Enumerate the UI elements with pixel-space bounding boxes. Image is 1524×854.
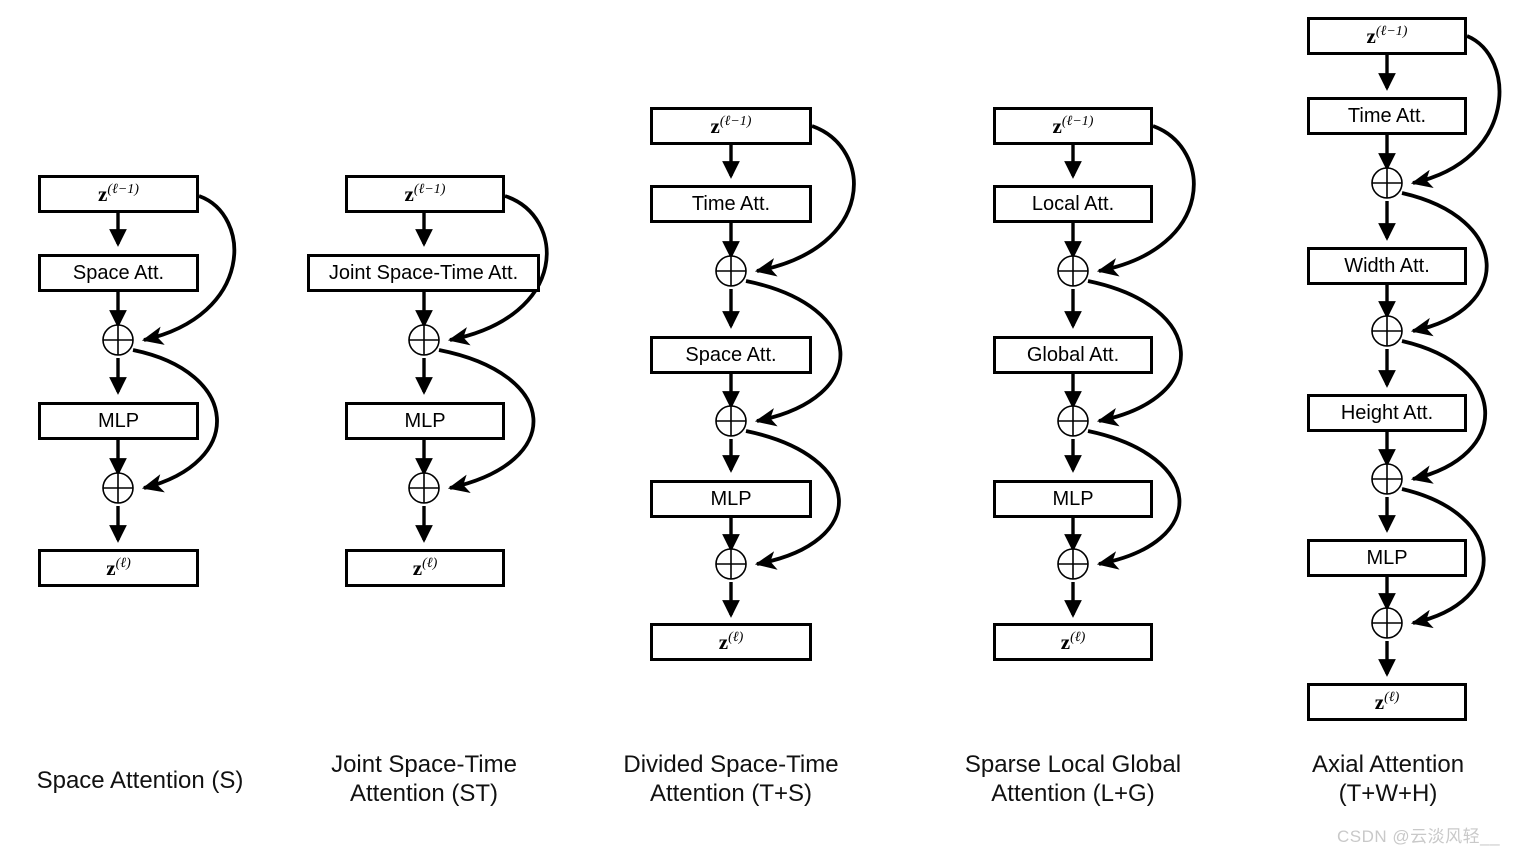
node-c3-time-att[interactable]: Time Att. — [650, 185, 812, 223]
caption-axial-attention: Axial Attention (T+W+H) — [1272, 750, 1504, 809]
node-c1-mlp[interactable]: MLP — [38, 402, 199, 440]
caption-line: (T+W+H) — [1338, 780, 1438, 808]
col1-connectors — [109, 194, 237, 543]
node-label: Global Att. — [1026, 344, 1120, 366]
node-label: Time Att. — [1347, 105, 1427, 127]
node-label: Space Att. — [72, 262, 165, 284]
node-c2-mlp[interactable]: MLP — [345, 402, 505, 440]
col4-sum-2 — [1057, 405, 1089, 437]
node-c4-global-att[interactable]: Global Att. — [993, 336, 1153, 374]
node-c5-height-att[interactable]: Height Att. — [1307, 394, 1467, 432]
node-c5-time-att[interactable]: Time Att. — [1307, 97, 1467, 135]
node-label: z(ℓ) — [1374, 690, 1400, 714]
caption-line: Attention (L+G) — [991, 780, 1155, 808]
col5-sum-2 — [1371, 315, 1403, 347]
node-label: MLP — [97, 410, 140, 432]
col3-sum-2 — [715, 405, 747, 437]
node-c3-input[interactable]: z(ℓ−1) — [650, 107, 812, 145]
node-label: z(ℓ) — [718, 630, 744, 654]
col1-sum-2 — [102, 472, 134, 504]
node-c5-width-att[interactable]: Width Att. — [1307, 247, 1467, 285]
node-c4-mlp[interactable]: MLP — [993, 480, 1153, 518]
node-label: z(ℓ−1) — [710, 114, 752, 138]
node-c2-input[interactable]: z(ℓ−1) — [345, 175, 505, 213]
node-label: z(ℓ) — [106, 556, 131, 580]
caption-line: Joint Space-Time — [331, 751, 517, 778]
node-label: Local Att. — [1031, 193, 1115, 215]
node-label: Width Att. — [1344, 255, 1430, 277]
node-c1-space-att[interactable]: Space Att. — [38, 254, 199, 292]
caption-sparse-local-global-attention: Sparse Local Global Attention (L+G) — [943, 750, 1203, 809]
node-c1-input[interactable]: z(ℓ−1) — [38, 175, 199, 213]
col5-sum-3 — [1371, 463, 1403, 495]
col5-sum-1 — [1371, 167, 1403, 199]
node-label: MLP — [1052, 488, 1094, 510]
col3-sum-1 — [715, 255, 747, 287]
node-label: Space Att. — [685, 344, 777, 366]
node-c2-joint-space-time-att[interactable]: Joint Space-Time Att. — [307, 254, 540, 292]
node-c5-mlp[interactable]: MLP — [1307, 539, 1467, 577]
col2-sum-1 — [408, 324, 440, 356]
node-c4-input[interactable]: z(ℓ−1) — [993, 107, 1153, 145]
col4-sum-3 — [1057, 548, 1089, 580]
node-label: z(ℓ−1) — [1366, 24, 1408, 48]
node-c5-output[interactable]: z(ℓ) — [1307, 683, 1467, 721]
col1-sum-1 — [102, 324, 134, 356]
col4-sum-1 — [1057, 255, 1089, 287]
caption-space-attention: Space Attention (S) — [0, 766, 280, 795]
node-c2-output[interactable]: z(ℓ) — [345, 549, 505, 587]
node-label: Time Att. — [691, 193, 771, 215]
node-label: z(ℓ−1) — [404, 182, 446, 206]
caption-line: Space Attention (S) — [36, 767, 244, 794]
node-c4-output[interactable]: z(ℓ) — [993, 623, 1153, 661]
col2-sum-2 — [408, 472, 440, 504]
node-c4-local-att[interactable]: Local Att. — [993, 185, 1153, 223]
node-label: z(ℓ) — [412, 556, 438, 580]
node-label: MLP — [710, 488, 752, 510]
caption-divided-space-time-attention: Divided Space-Time Attention (T+S) — [601, 750, 861, 809]
node-c1-output[interactable]: z(ℓ) — [38, 549, 199, 587]
node-label: z(ℓ−1) — [1052, 114, 1094, 138]
node-label: MLP — [404, 410, 446, 432]
node-label: MLP — [1366, 547, 1408, 569]
col2-connectors — [415, 194, 549, 543]
node-label: z(ℓ) — [1060, 630, 1086, 654]
node-c3-space-att[interactable]: Space Att. — [650, 336, 812, 374]
node-c3-output[interactable]: z(ℓ) — [650, 623, 812, 661]
caption-joint-space-time-attention: Joint Space-Time Attention (ST) — [296, 750, 552, 809]
node-c3-mlp[interactable]: MLP — [650, 480, 812, 518]
caption-line: Axial Attention — [1311, 751, 1465, 778]
node-label: Height Att. — [1340, 402, 1434, 424]
col5-sum-4 — [1371, 607, 1403, 639]
caption-line: Sparse Local Global — [964, 751, 1182, 778]
node-label: Joint Space-Time Att. — [328, 262, 519, 284]
csdn-watermark: CSDN @云淡风轻__ — [1337, 827, 1501, 846]
caption-line: Divided Space-Time — [623, 751, 839, 778]
node-label: z(ℓ−1) — [98, 182, 139, 206]
node-c5-input[interactable]: z(ℓ−1) — [1307, 17, 1467, 55]
caption-line: Attention (T+S) — [649, 780, 813, 808]
caption-line: Attention (ST) — [349, 780, 499, 808]
col3-sum-3 — [715, 548, 747, 580]
